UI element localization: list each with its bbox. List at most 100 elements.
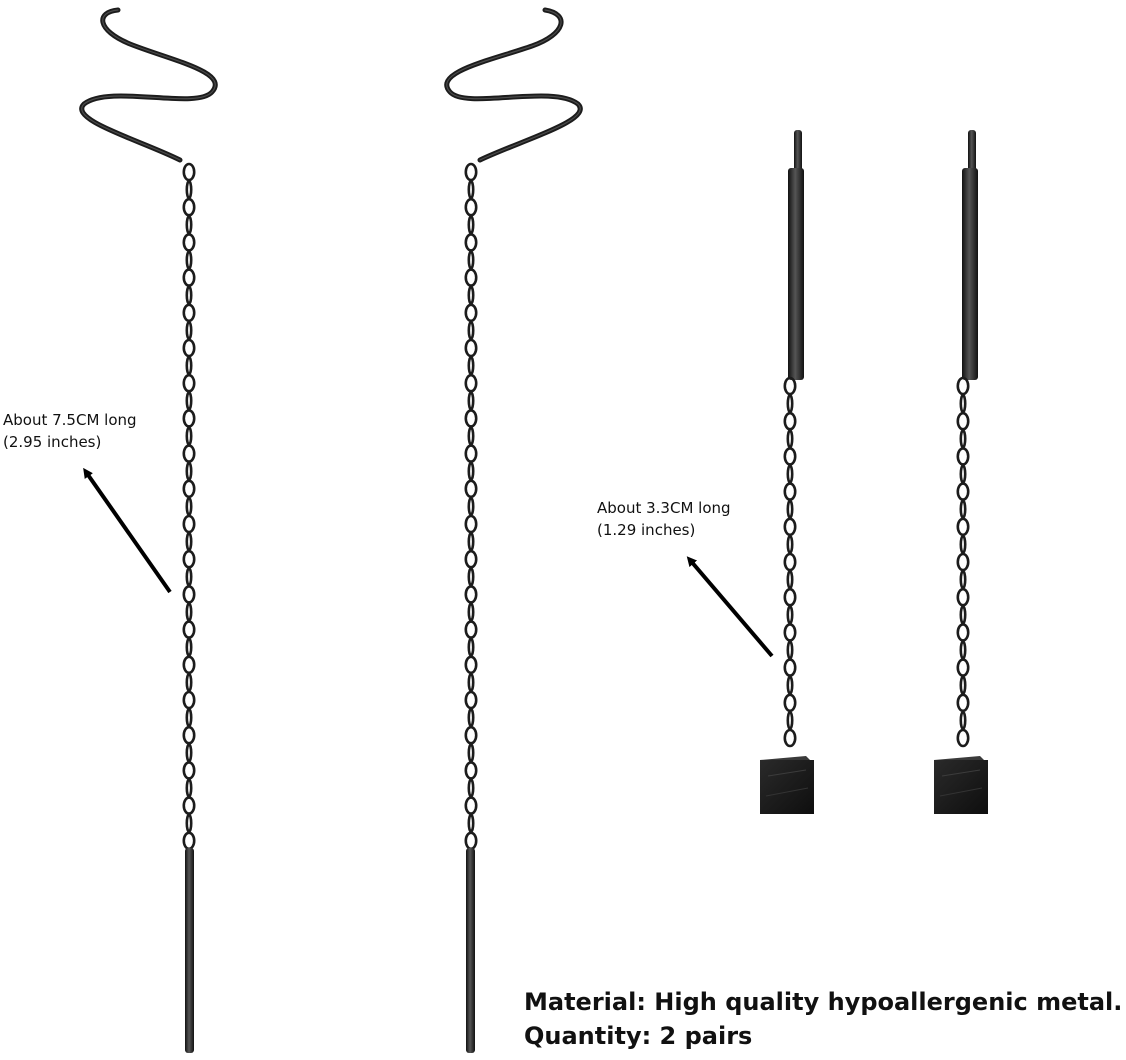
chain-link — [464, 620, 478, 639]
spiral-earring-right — [444, 7, 583, 1053]
chain-link — [467, 672, 475, 693]
chain-link — [185, 743, 193, 763]
threader-bar — [962, 168, 978, 380]
cube-earring-left — [760, 130, 814, 814]
spiral-hook — [79, 7, 218, 163]
cube-earring-right — [934, 130, 988, 814]
chain-link — [182, 549, 196, 569]
chain-link — [467, 531, 475, 552]
chain-link — [959, 499, 967, 519]
chain-link — [182, 761, 196, 780]
chain-link — [956, 623, 970, 642]
chain-link — [467, 355, 475, 376]
chain-link — [956, 517, 970, 537]
chain-link — [959, 605, 967, 625]
chain-link — [467, 707, 475, 728]
short-chain-length-callout: About 3.3CM long (1.29 inches) — [597, 497, 731, 541]
short-chain — [956, 376, 970, 748]
long-chain-length-cm: About 7.5CM long — [3, 411, 137, 429]
chain-link — [467, 179, 475, 200]
chain-link — [467, 743, 475, 763]
chain-link — [467, 285, 475, 305]
chain-link — [185, 391, 193, 411]
chain-link — [786, 710, 794, 731]
chain-link — [464, 761, 478, 780]
chain-link — [182, 444, 196, 463]
chain-link — [185, 778, 193, 798]
chain-link — [786, 464, 794, 484]
long-chain-length-callout: About 7.5CM long (2.95 inches) — [3, 409, 137, 453]
chain-link — [783, 447, 797, 466]
chain-link — [464, 233, 478, 252]
chain-link — [959, 569, 967, 590]
chain-link — [182, 303, 196, 323]
chain-link — [959, 534, 967, 555]
chain-link — [467, 461, 475, 481]
chain-link — [182, 233, 196, 252]
long-chain — [464, 162, 478, 851]
chain-link — [182, 831, 196, 851]
chain-link — [783, 658, 797, 677]
chain-link — [182, 162, 196, 182]
chain-link — [956, 376, 970, 396]
post-tip — [794, 130, 802, 172]
chain-link — [182, 338, 196, 358]
chain-link — [182, 268, 196, 287]
threader-bar — [185, 848, 194, 1053]
spiral-earring-left — [79, 7, 218, 1053]
chain-link — [959, 710, 967, 731]
chain-link — [786, 429, 794, 449]
chain-link — [959, 675, 967, 695]
short-chain-length-in: (1.29 inches) — [597, 521, 696, 539]
chain-link — [467, 496, 475, 517]
chain-link — [182, 796, 196, 815]
chain-link — [786, 605, 794, 625]
chain-link — [959, 464, 967, 484]
chain-link — [464, 162, 478, 182]
quantity-spec: Quantity: 2 pairs — [524, 1022, 753, 1050]
post-tip — [968, 130, 976, 172]
chain-link — [182, 514, 196, 534]
chain-link — [464, 690, 478, 710]
chain-link — [464, 514, 478, 534]
chain-link — [464, 479, 478, 499]
chain-link — [786, 640, 794, 660]
chain-link — [182, 620, 196, 639]
chain-link — [467, 426, 475, 446]
long-chain — [182, 162, 196, 851]
short-chain — [783, 376, 797, 748]
chain-link — [959, 640, 967, 660]
chain-link — [467, 391, 475, 411]
chain-link — [786, 569, 794, 590]
chain-link — [185, 567, 193, 587]
chain-link — [959, 429, 967, 449]
chain-link — [464, 831, 478, 851]
chain-link — [783, 482, 797, 501]
chain-link — [956, 411, 970, 431]
chain-link — [467, 320, 475, 341]
chain-link — [956, 447, 970, 466]
chain-link — [185, 355, 193, 376]
cube-charm — [934, 756, 988, 814]
chain-link — [956, 658, 970, 677]
chain-link — [185, 672, 193, 693]
chain-link — [464, 444, 478, 463]
chain-link — [185, 250, 193, 270]
threader-bar — [788, 168, 804, 380]
chain-link — [185, 461, 193, 481]
short-chain-length-cm: About 3.3CM long — [597, 499, 731, 517]
chain-link — [467, 602, 475, 622]
long-chain-length-in: (2.95 inches) — [3, 433, 102, 451]
chain-link — [783, 728, 797, 748]
chain-link — [467, 567, 475, 587]
chain-link — [956, 728, 970, 748]
chain-link — [464, 796, 478, 815]
chain-link — [464, 655, 478, 675]
chain-link — [185, 637, 193, 657]
chain-link — [467, 250, 475, 270]
chain-link — [182, 479, 196, 499]
chain-link — [185, 215, 193, 235]
chain-link — [786, 393, 794, 414]
chain-link — [185, 285, 193, 305]
